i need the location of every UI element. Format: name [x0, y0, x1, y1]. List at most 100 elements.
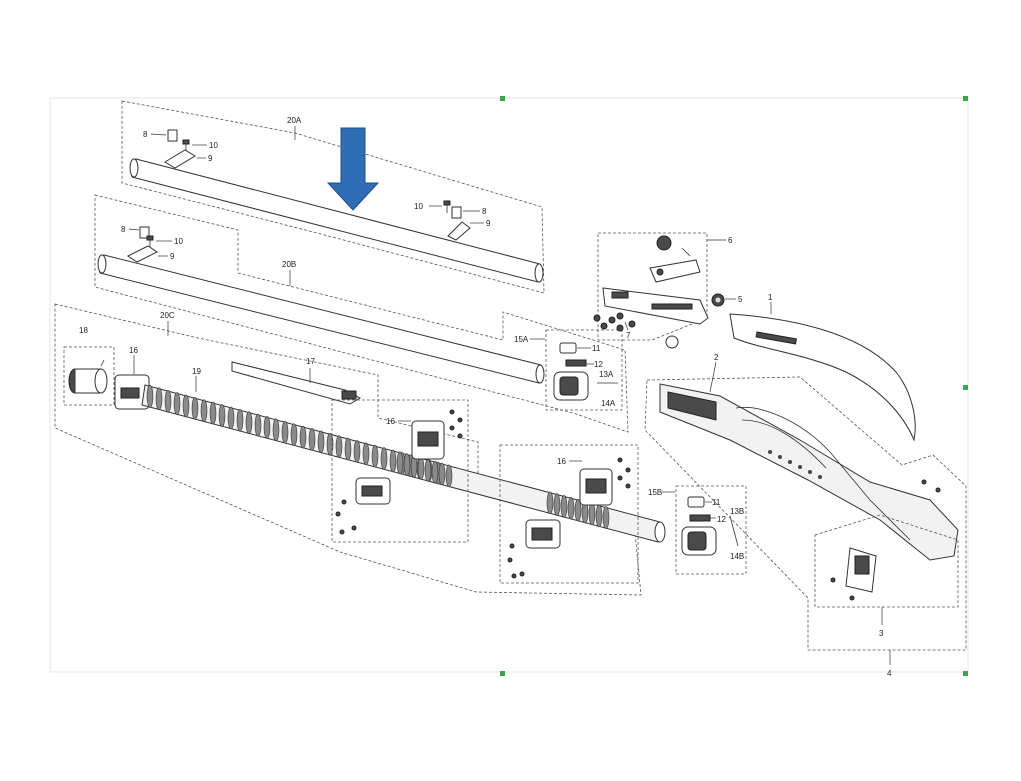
- tube-rib: [245, 411, 253, 434]
- label-12: 12: [594, 360, 603, 369]
- tube-rib: [236, 408, 244, 432]
- part-19-ribs: [146, 385, 610, 529]
- green-corner-mark-icon: [500, 96, 968, 676]
- label-15B: 15B: [648, 488, 662, 497]
- label-13B: 13B: [730, 507, 744, 516]
- holster-stud: [798, 465, 802, 469]
- part-16-bracket-mid: [335, 409, 463, 535]
- tube-rib: [424, 458, 432, 482]
- label-7: 7: [626, 331, 631, 340]
- tube-rib: [254, 413, 262, 437]
- label-12: 12: [717, 515, 726, 524]
- tube-rib: [191, 397, 199, 420]
- label-4: 4: [887, 669, 892, 678]
- label-2: 2: [714, 353, 719, 362]
- part-15B-clamp: [681, 496, 739, 556]
- tube-rib: [380, 447, 388, 470]
- tube-rib: [227, 406, 235, 430]
- tube-rib: [602, 506, 610, 529]
- group-15A-outline: [545, 329, 623, 411]
- label-13A: 13A: [599, 370, 614, 379]
- down-arrow-icon: [326, 127, 380, 211]
- tube-rib: [344, 437, 352, 461]
- pole-20A: [129, 158, 544, 283]
- tube-rib: [281, 420, 289, 444]
- part-18-end-cap: [68, 359, 108, 394]
- label-9: 9: [208, 154, 213, 163]
- group-15B-outline: [675, 485, 747, 575]
- tube-rib: [173, 392, 181, 415]
- label-16: 16: [129, 346, 138, 355]
- tube-rib: [567, 497, 575, 520]
- tube-rib: [403, 453, 411, 476]
- group-16-right-outline: [499, 444, 639, 584]
- tube-rib: [272, 418, 280, 442]
- label-19: 19: [192, 367, 201, 376]
- tube-rib: [299, 425, 307, 449]
- label-6: 6: [728, 236, 733, 245]
- tube-rib: [326, 432, 334, 456]
- label-1: 1: [768, 293, 773, 302]
- label-20B: 20B: [282, 260, 296, 269]
- tube-rib: [182, 394, 190, 418]
- label-10: 10: [209, 141, 218, 150]
- holster-stud: [808, 470, 812, 474]
- clip-20A-right: [443, 200, 471, 241]
- part-5-knob: [711, 293, 725, 307]
- part-8-cap: [167, 129, 178, 142]
- holster-stud: [818, 475, 822, 479]
- label-14A: 14A: [601, 399, 616, 408]
- tube-rib: [209, 401, 217, 425]
- tube-rib: [546, 491, 554, 515]
- group-20B-outline: [94, 194, 629, 433]
- tube-rib: [389, 449, 397, 473]
- tube-rib: [595, 504, 603, 528]
- tube-rib: [200, 399, 208, 422]
- label-11: 11: [592, 344, 601, 353]
- clip-20A-left: [164, 129, 196, 169]
- part-15A-clamp: [553, 342, 618, 401]
- label-9: 9: [486, 219, 491, 228]
- tube-rib: [445, 464, 453, 488]
- pole-20B: [97, 254, 545, 384]
- tube-rib: [218, 404, 226, 427]
- label-8: 8: [121, 225, 126, 234]
- tube-rib: [371, 444, 379, 468]
- part-6-mount-plate: [602, 235, 709, 325]
- holster-stud: [768, 450, 772, 454]
- tube-rib: [553, 493, 561, 516]
- label-5: 5: [738, 295, 743, 304]
- part-16-bracket-right: [507, 457, 631, 579]
- tube-rib: [431, 460, 439, 484]
- tube-rib: [146, 385, 154, 408]
- tube-rib: [438, 462, 446, 486]
- tube-rib: [308, 428, 316, 451]
- label-20C: 20C: [160, 311, 175, 320]
- part-3-belt-clip: [830, 479, 941, 601]
- label-8: 8: [143, 130, 148, 139]
- tube-rib: [317, 430, 325, 454]
- label-9: 9: [170, 252, 175, 261]
- tube-rib: [417, 457, 425, 480]
- tube-rib: [155, 387, 163, 411]
- tube-rib: [353, 440, 361, 463]
- tube-rib: [164, 389, 172, 413]
- tube-rib: [574, 498, 582, 522]
- part-1-saw-blade: [729, 313, 916, 442]
- label-14B: 14B: [730, 552, 744, 561]
- part-7-screws: [593, 312, 679, 349]
- tube-rib: [396, 451, 404, 475]
- label-16: 16: [557, 457, 566, 466]
- clip-20B: [127, 226, 158, 263]
- label-8: 8: [482, 207, 487, 216]
- tube-rib: [335, 435, 343, 458]
- group-3-outline: [814, 514, 959, 608]
- label-3: 3: [879, 629, 884, 638]
- part-17-strap: [231, 361, 362, 405]
- holster-stud: [788, 460, 792, 464]
- tube-rib: [362, 442, 370, 466]
- label-11: 11: [712, 498, 721, 507]
- label-16: 16: [386, 417, 395, 426]
